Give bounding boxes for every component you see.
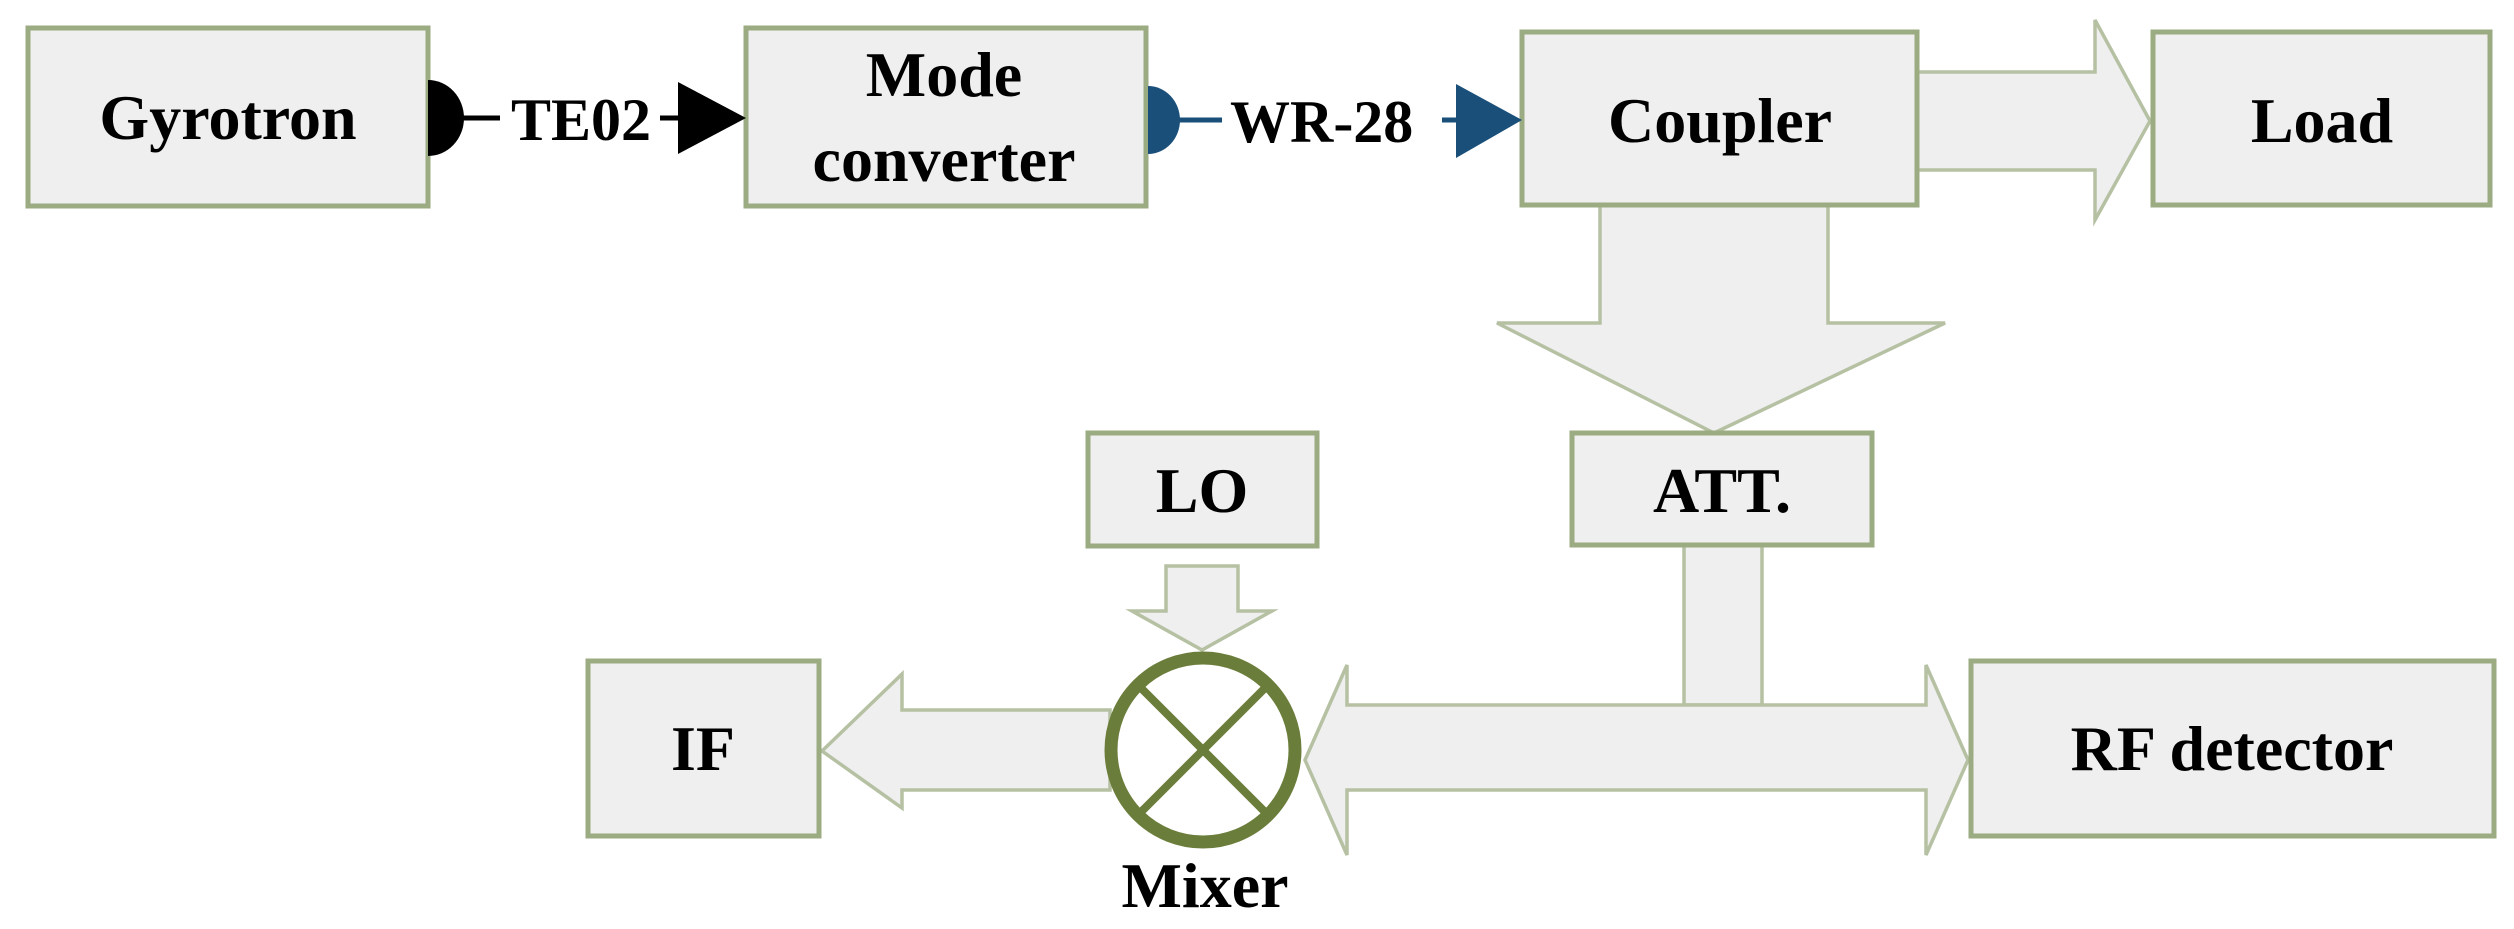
gyrotron-label: Gyrotron <box>99 82 356 153</box>
te02-label: TE02 <box>511 87 651 153</box>
connection-wr28: WR-28 <box>1148 84 1522 158</box>
coupler-label: Coupler <box>1608 85 1832 156</box>
block-lo: LO <box>1085 430 1320 549</box>
wr28-arrowhead-icon <box>1456 84 1522 158</box>
te02-flange-icon <box>428 80 464 156</box>
arrow-lo-to-mixer <box>1125 564 1279 653</box>
mode-converter-label-line2: converter <box>813 124 1076 195</box>
block-gyrotron: Gyrotron <box>25 25 431 209</box>
mixer-label: Mixer <box>1122 850 1289 921</box>
mixer-cross-line <box>1139 686 1267 814</box>
block-rf-detector: RF detector <box>1968 658 2497 839</box>
arrow-coupler-to-attenuator <box>1496 203 1946 435</box>
if-label: IF <box>671 713 735 784</box>
wr28-flange-icon <box>1148 86 1180 154</box>
block-coupler: Coupler <box>1519 29 1920 208</box>
mode-converter-label-line1: Mode <box>866 39 1022 110</box>
te02-arrowhead-icon <box>678 82 746 154</box>
attenuator-stem <box>1682 543 1764 707</box>
block-load: Load <box>2150 29 2493 208</box>
arrow-mixer-to-if <box>819 669 1112 812</box>
lo-label: LO <box>1156 455 1248 526</box>
rf-detector-label: RF detector <box>2071 713 2394 784</box>
arrow-coupler-to-load <box>1915 19 2152 227</box>
block-if: IF <box>585 658 822 839</box>
attenuator-label: ATT. <box>1653 455 1791 526</box>
block-mode-converter: Mode converter <box>743 25 1149 209</box>
connection-te02: TE02 <box>428 80 746 156</box>
load-label: Load <box>2251 85 2393 156</box>
block-attenuator: ATT. <box>1569 430 1875 548</box>
mixer-symbol <box>1104 651 1302 849</box>
wr28-label: WR-28 <box>1230 89 1413 155</box>
arrow-mixer-rf-detector <box>1303 664 1970 856</box>
